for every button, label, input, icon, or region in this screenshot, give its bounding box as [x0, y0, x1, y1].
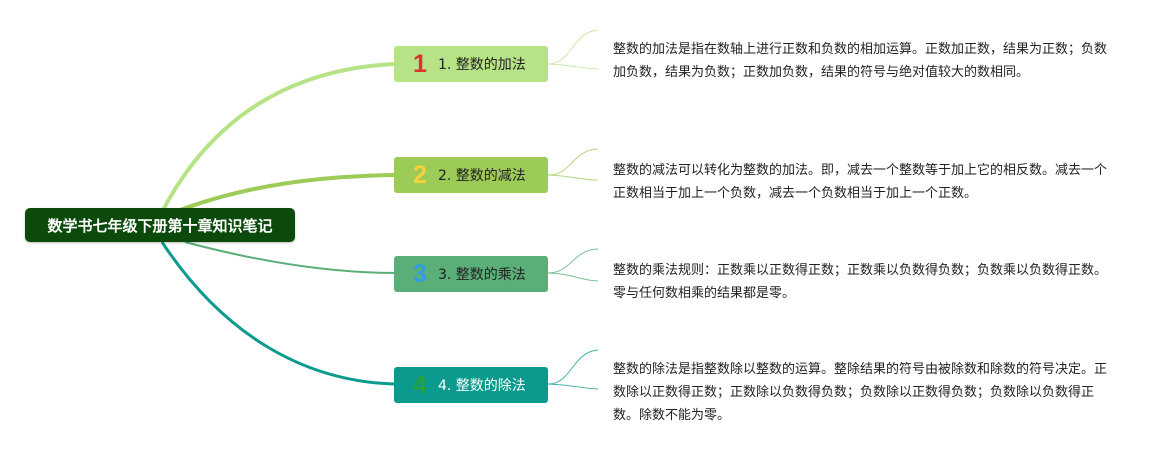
link-root-branch-3 — [184, 241, 397, 274]
number-4-icon: 4 — [413, 370, 427, 399]
note-1[interactable]: 整数的加法是指在数轴上进行正数和负数的相加运算。正数加正数，结果为正数；负数加负… — [613, 42, 1108, 80]
note-3[interactable]: 整数的乘法规则：正数乘以正数得正数；正数乘以负数得负数；负数乘以负数得正数。零与… — [613, 263, 1108, 301]
link-root-branch-2 — [174, 173, 397, 214]
note-2[interactable]: 整数的减法可以转化为整数的加法。即，减去一个整数等于加上它的相反数。减去一个正数… — [613, 163, 1108, 201]
link-root-branch-1 — [160, 62, 397, 213]
branch-topic-4[interactable]: 4 4. 整数的除法 — [394, 367, 548, 403]
number-3-icon: 3 — [413, 259, 427, 288]
note-bracket-4 — [547, 349, 599, 390]
number-2-icon: 2 — [413, 160, 427, 189]
note-bracket-1 — [547, 29, 599, 70]
branch-topic-label: 1. 整数的加法 — [438, 57, 526, 73]
branch-topic-2[interactable]: 2 2. 整数的减法 — [394, 157, 548, 193]
branch-topic-label: 4. 整数的除法 — [438, 378, 526, 394]
note-bracket-2 — [547, 148, 599, 181]
root-topic-label: 数学书七年级下册第十章知识笔记 — [47, 216, 273, 235]
branch-topic-3[interactable]: 3 3. 整数的乘法 — [394, 256, 548, 292]
number-1-icon: 1 — [413, 49, 427, 78]
branch-topic-label: 3. 整数的乘法 — [438, 267, 526, 283]
note-4[interactable]: 整数的除法是指整数除以整数的运算。整除结果的符号由被除数和除数的符号决定。正数除… — [613, 362, 1108, 423]
note-bracket-3 — [547, 248, 599, 282]
link-root-branch-4 — [160, 241, 397, 386]
branch-topic-label: 2. 整数的减法 — [438, 168, 526, 184]
branch-topic-1[interactable]: 1 1. 整数的加法 — [394, 46, 548, 82]
root-topic[interactable]: 数学书七年级下册第十章知识笔记 — [25, 208, 295, 242]
